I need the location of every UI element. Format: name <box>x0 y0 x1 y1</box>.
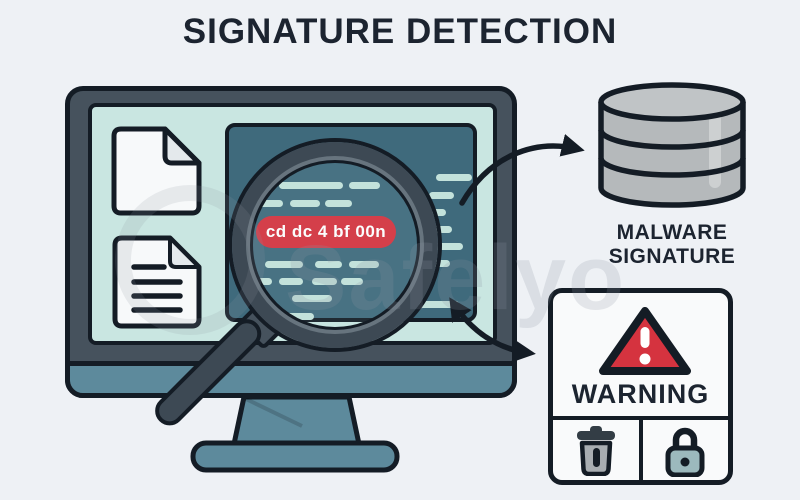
database-label: MALWARE SIGNATURE <box>572 221 772 268</box>
lock-icon <box>665 427 705 477</box>
trash-icon <box>576 426 615 476</box>
warning-card: WARNING <box>548 288 733 485</box>
delete-cell <box>553 420 643 480</box>
warning-triangle-icon <box>599 307 691 375</box>
code-line <box>432 209 446 216</box>
quarantine-cell <box>643 420 729 480</box>
code-line <box>419 301 459 308</box>
monitor-stand <box>190 396 400 473</box>
database-label-line1: MALWARE <box>616 221 728 244</box>
lens-inner-line <box>250 160 420 330</box>
code-line <box>432 260 450 267</box>
blank-document-icon <box>111 126 202 216</box>
warning-label: WARNING <box>571 379 710 409</box>
card-divider <box>552 416 729 420</box>
action-cells <box>553 420 728 480</box>
magnifying-glass-icon <box>228 138 442 352</box>
code-line <box>429 243 463 250</box>
monitor-chin <box>65 361 517 398</box>
lens-ring-highlight <box>246 156 424 334</box>
database-label-line2: SIGNATURE <box>608 244 736 268</box>
text-document-icon <box>112 235 202 329</box>
code-line <box>436 174 472 181</box>
page-title: SIGNATURE DETECTION <box>182 12 618 51</box>
code-line <box>432 226 452 233</box>
database-cylinder-icon <box>598 82 746 208</box>
code-line <box>429 192 454 199</box>
